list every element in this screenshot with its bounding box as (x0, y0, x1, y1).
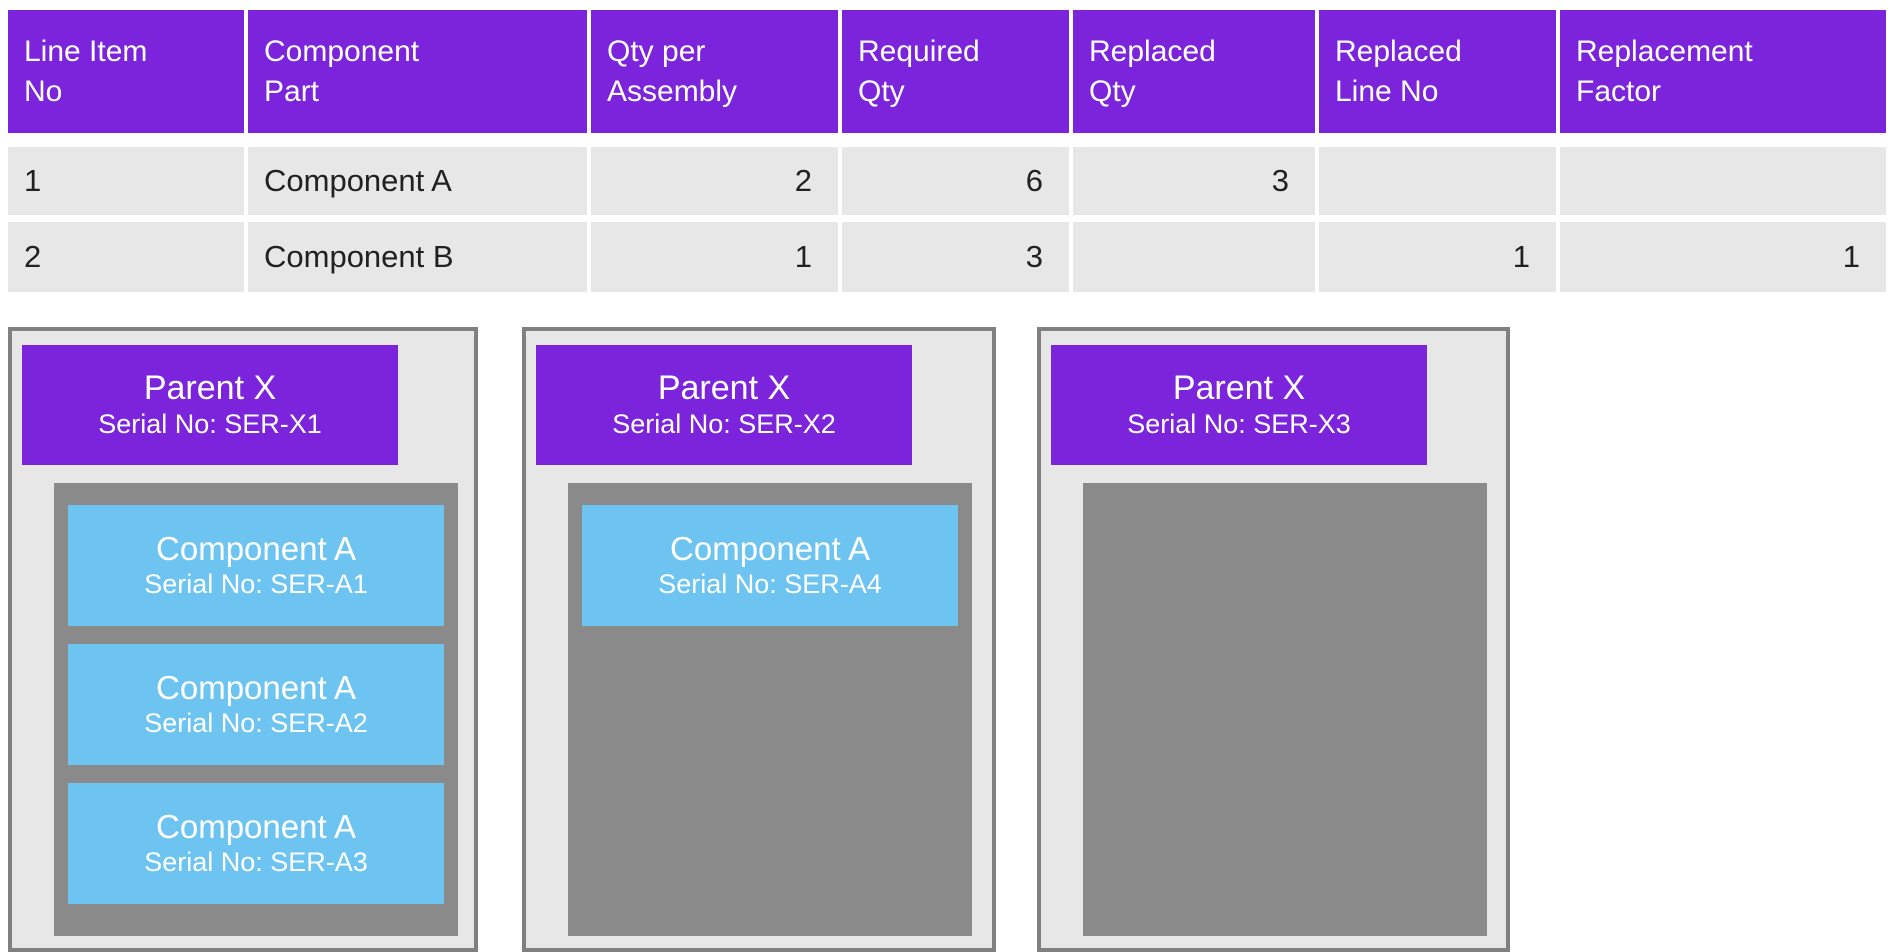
cell-qty-per-assembly: 1 (591, 222, 838, 292)
component-name: Component A (156, 807, 356, 845)
component-box: Component A Serial No: SER-A4 (582, 505, 958, 626)
component-name: Component A (156, 529, 356, 567)
parent-header: Parent X Serial No: SER-X1 (22, 345, 398, 465)
table-row: 2 Component B 1 3 1 1 (8, 222, 1886, 292)
parent-title: Parent X (657, 369, 791, 408)
component-container: Component A Serial No: SER-A4 (568, 483, 972, 936)
parent-header: Parent X Serial No: SER-X3 (1051, 345, 1427, 465)
component-serial: Serial No: SER-A3 (144, 847, 368, 878)
parent-assembly-box: Parent X Serial No: SER-X2 Component A S… (522, 327, 996, 952)
cell-component-part: Component A (248, 147, 587, 215)
component-container: Component A Serial No: SER-A1 Component … (54, 483, 458, 936)
column-header-replaced-line-no: Replaced Line No (1319, 10, 1556, 133)
component-serial: Serial No: SER-A2 (144, 708, 368, 739)
column-header-replaced-qty: Replaced Qty (1073, 10, 1315, 133)
component-box: Component A Serial No: SER-A1 (68, 505, 444, 626)
bom-table: Line Item No Component Part Qty per Asse… (8, 10, 1886, 292)
parent-assembly-box: Parent X Serial No: SER-X3 (1037, 327, 1510, 952)
component-name: Component A (670, 529, 870, 567)
cell-required-qty: 6 (842, 147, 1069, 215)
component-serial: Serial No: SER-A1 (144, 569, 368, 600)
parent-serial: Serial No: SER-X3 (1127, 409, 1351, 440)
table-header-row: Line Item No Component Part Qty per Asse… (8, 10, 1886, 133)
column-header-qty-per-assembly: Qty per Assembly (591, 10, 838, 133)
cell-replaced-qty (1073, 222, 1315, 292)
table-row: 1 Component A 2 6 3 (8, 147, 1886, 215)
cell-component-part: Component B (248, 222, 587, 292)
component-box: Component A Serial No: SER-A3 (68, 783, 444, 904)
component-container (1083, 483, 1487, 936)
parent-serial: Serial No: SER-X2 (612, 409, 836, 440)
cell-replaced-line-no: 1 (1319, 222, 1556, 292)
parent-title: Parent X (1172, 369, 1306, 408)
component-box: Component A Serial No: SER-A2 (68, 644, 444, 765)
column-header-replacement-factor: Replacement Factor (1560, 10, 1886, 133)
cell-replacement-factor: 1 (1560, 222, 1886, 292)
component-name: Component A (156, 668, 356, 706)
column-header-component-part: Component Part (248, 10, 587, 133)
cell-replaced-qty: 3 (1073, 147, 1315, 215)
cell-line-item-no: 2 (8, 222, 244, 292)
parent-title: Parent X (143, 369, 277, 408)
cell-qty-per-assembly: 2 (591, 147, 838, 215)
cell-replaced-line-no (1319, 147, 1556, 215)
cell-line-item-no: 1 (8, 147, 244, 215)
cell-required-qty: 3 (842, 222, 1069, 292)
parent-header: Parent X Serial No: SER-X2 (536, 345, 912, 465)
cell-replacement-factor (1560, 147, 1886, 215)
parent-serial: Serial No: SER-X1 (98, 409, 322, 440)
column-header-required-qty: Required Qty (842, 10, 1069, 133)
component-serial: Serial No: SER-A4 (658, 569, 882, 600)
column-header-line-item-no: Line Item No (8, 10, 244, 133)
parent-assembly-box: Parent X Serial No: SER-X1 Component A S… (8, 327, 478, 952)
